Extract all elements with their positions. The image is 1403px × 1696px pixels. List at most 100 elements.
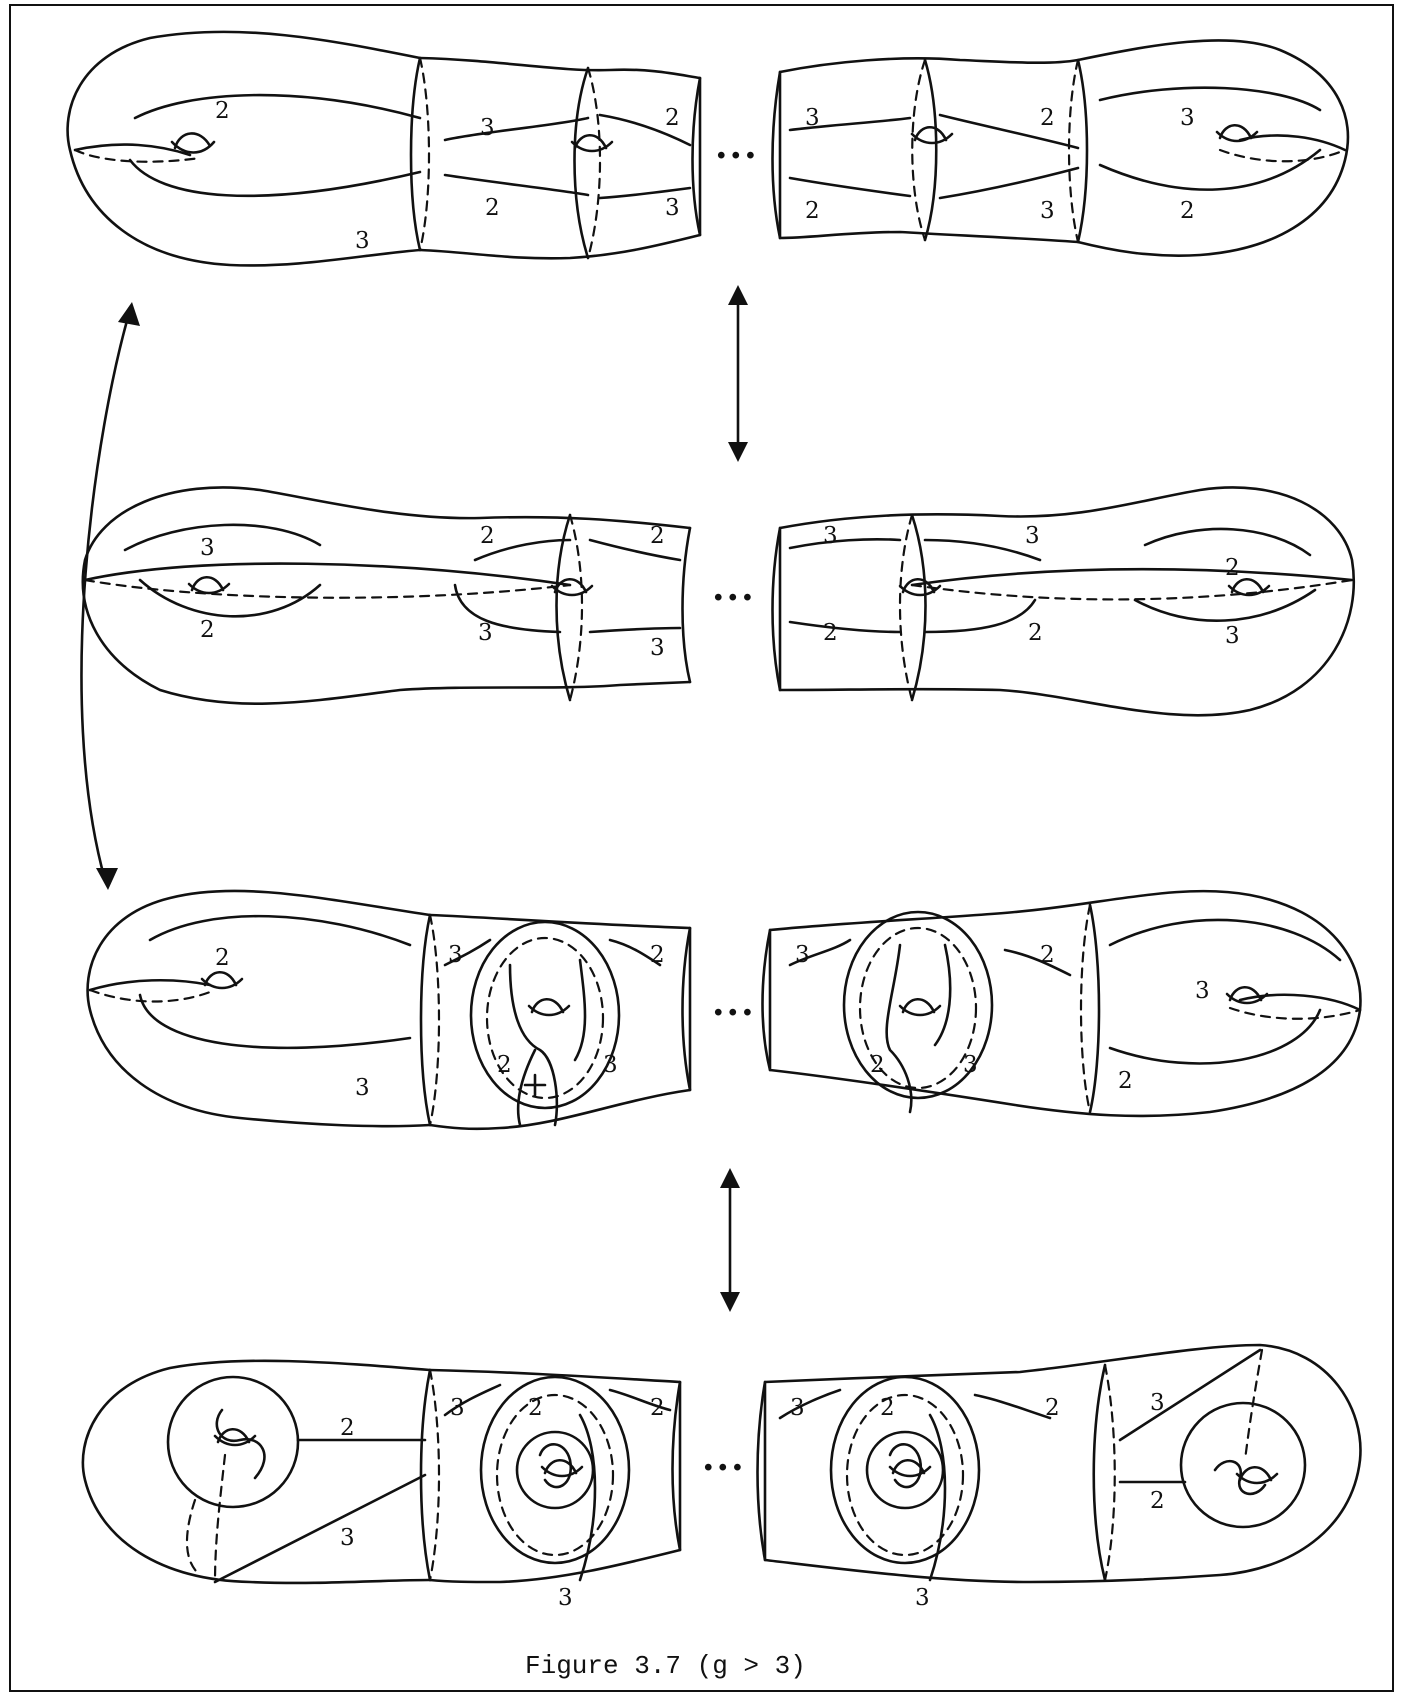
row4-right-label-3: 2 [880, 1395, 895, 1421]
row1-right-label-1: 3 [805, 105, 820, 131]
row2-right-curve-e-back [912, 580, 1352, 599]
row2-left-outline [83, 487, 690, 703]
figure-caption: Figure 3.7 (g > 3) [525, 1651, 806, 1681]
row1-ellipsis: ... [715, 125, 759, 167]
row1-right-label-4: 3 [1040, 198, 1055, 224]
row4-left-handle-oval [481, 1377, 629, 1563]
row4-left-dash-2 [187, 1500, 200, 1575]
row4-left-cut-back [430, 1370, 439, 1580]
row2-left-curve-a [125, 525, 320, 550]
row3-right-label-4: 3 [963, 1052, 978, 1078]
row2-right-label-2: 3 [1025, 523, 1040, 549]
row3-label-2: 3 [448, 942, 463, 968]
row3-hole-3 [900, 999, 940, 1015]
row1-right-label-5: 3 [1180, 105, 1195, 131]
surface-row-2: 3 2 2 2 3 3 ... 3 3 2 2 2 3 [83, 487, 1354, 715]
row4-right-outline [765, 1345, 1360, 1582]
row3-right-label-2: 2 [1040, 942, 1055, 968]
row4-hole-3 [890, 1460, 930, 1476]
row1-right-cut-1 [925, 60, 936, 240]
row3-right-curve-c-back [1230, 1008, 1360, 1019]
row2-left-curve-c [85, 564, 570, 585]
row4-right-label-2: 2 [1045, 1395, 1060, 1421]
row1-label-5: 2 [665, 105, 680, 131]
row3-left-curve-b-back [90, 990, 210, 1002]
row4-right-handle-swirl [890, 1444, 921, 1487]
row1-right-mid-2 [790, 178, 910, 196]
row2-right-label-4: 2 [1028, 620, 1043, 646]
row4-left-line-2 [215, 1475, 425, 1582]
row3-left-handle-curve-2 [575, 960, 585, 1060]
row1-left-mid-1 [445, 118, 588, 140]
row2-label-1: 3 [200, 535, 215, 561]
row4-left-dash-1 [215, 1455, 225, 1582]
row4-right-label-4: 3 [915, 1585, 930, 1611]
surface-row-3: 2 3 3 2 2 3 ... 3 2 2 3 3 2 [88, 891, 1361, 1129]
row4-label-5: 2 [528, 1395, 543, 1421]
row2-right-curve-e [912, 569, 1352, 585]
row1-label-1: 2 [215, 98, 230, 124]
row4-right-cut-back [1105, 1365, 1115, 1580]
row1-right-curve-c-back [1220, 150, 1345, 161]
row3-right-curve-b [1110, 1010, 1320, 1063]
row1-right-cut-2 [1078, 60, 1087, 242]
row3-left-curve-a [150, 916, 410, 945]
row3-right-curve-a [1110, 920, 1340, 960]
row1-left-cut-2-back [588, 68, 600, 258]
row4-right-side-1 [780, 1390, 840, 1418]
row2-right-label-5: 2 [1225, 555, 1240, 581]
row2-label-4: 2 [650, 523, 665, 549]
row1-left-cut-2 [575, 68, 589, 258]
row2-right-outline [780, 487, 1354, 715]
row4-label-3: 3 [340, 1525, 355, 1551]
row1-right-curve-a [1100, 88, 1320, 110]
row3-label-3: 3 [355, 1075, 370, 1101]
row3-left-curve-c [140, 995, 410, 1048]
row2-label-3: 2 [480, 523, 495, 549]
row4-hole-4 [1237, 1467, 1277, 1483]
row4-label-1: 2 [340, 1415, 355, 1441]
row1-hole-4 [1217, 125, 1257, 141]
row1-label-2: 3 [480, 115, 495, 141]
row3-ellipsis: ... [712, 982, 756, 1024]
row4-left-handle-swirl [540, 1444, 571, 1487]
row3-right-label-3: 2 [870, 1052, 885, 1078]
row2-right-label-3: 2 [823, 620, 838, 646]
row2-right-curve-b [790, 622, 900, 632]
row2-left-cut-back [570, 515, 582, 700]
row2-right-curve-d [925, 600, 1035, 632]
row4-right-label-1: 3 [790, 1395, 805, 1421]
row2-right-curve-a [790, 539, 900, 548]
row1-right-curve-c [1240, 135, 1345, 150]
row2-right-label-6: 3 [1225, 623, 1240, 649]
row4-right-label-6: 2 [1150, 1488, 1165, 1514]
row1-hole-2 [572, 135, 612, 151]
row2-right-cut [912, 515, 926, 700]
arrow-row1-row2 [728, 285, 748, 462]
row1-label-4: 2 [485, 195, 500, 221]
row1-right-cut-1-back [912, 60, 925, 240]
row2-label-6: 3 [650, 635, 665, 661]
row3-left-outline [88, 891, 430, 1126]
row4-right-line-1 [1120, 1350, 1260, 1440]
row3-label-5: 2 [497, 1052, 512, 1078]
arrow-row1-row3 [81, 302, 140, 890]
row2-hole-1 [189, 577, 229, 593]
row1-label-3: 3 [355, 228, 370, 254]
row4-hole-2 [542, 1460, 582, 1476]
row1-hole-3 [912, 127, 952, 143]
row3-right-cut [1090, 905, 1099, 1112]
row3-right-side-2 [1005, 950, 1070, 975]
row1-right-label-6: 2 [1180, 198, 1195, 224]
row1-right-label-2: 2 [1040, 105, 1055, 131]
row4-right-handle-oval [831, 1377, 979, 1563]
row1-left-mid-2 [445, 175, 588, 195]
row3-label-1: 2 [215, 945, 230, 971]
row2-left-mid-2 [590, 628, 680, 632]
surface-row-4: 2 3 3 2 2 3 ... 3 2 2 3 3 2 [83, 1345, 1361, 1611]
row2-label-2: 2 [200, 617, 215, 643]
row4-right-side-2 [975, 1395, 1050, 1418]
row1-left-curve-b [75, 145, 190, 155]
row3-right-curve-c [1240, 995, 1360, 1010]
